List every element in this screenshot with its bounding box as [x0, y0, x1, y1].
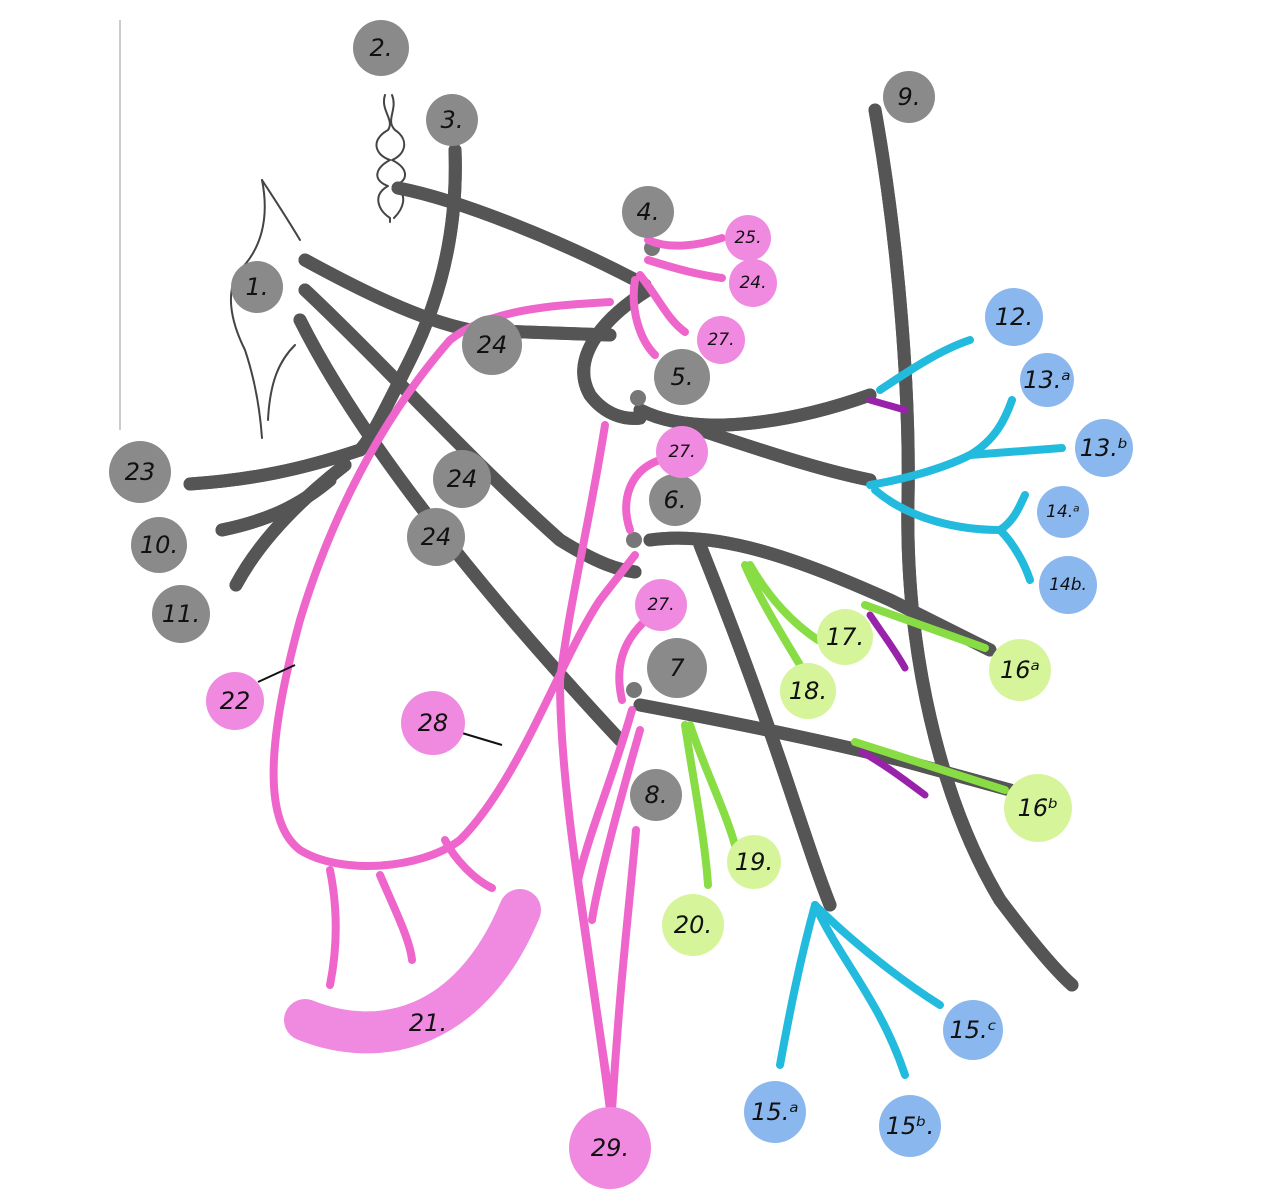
svg-text:7: 7 [669, 654, 685, 682]
label-16b: 16ᵇ [1004, 774, 1072, 842]
label-12: 12. [985, 288, 1043, 346]
label-22: 22 [206, 672, 264, 730]
svg-text:20.: 20. [674, 911, 712, 939]
label-24-upper: 24 [462, 315, 522, 375]
green-nerves [681, 561, 1009, 889]
label-9: 9. [883, 71, 935, 123]
svg-text:4.: 4. [637, 198, 660, 226]
label-24-middle: 24 [433, 450, 491, 508]
svg-text:12.: 12. [995, 303, 1033, 331]
svg-text:25.: 25. [734, 228, 761, 248]
svg-text:9.: 9. [898, 83, 921, 111]
label-29: 29. [569, 1107, 651, 1189]
svg-text:28: 28 [418, 709, 449, 737]
svg-text:14b.: 14b. [1049, 575, 1087, 595]
label-28: 28 [401, 691, 465, 755]
label-7: 7 [647, 638, 707, 698]
svg-text:2.: 2. [370, 34, 393, 62]
label-24-lower: 24 [407, 508, 465, 566]
svg-text:13.ᵇ: 13.ᵇ [1080, 434, 1128, 462]
svg-text:17.: 17. [826, 623, 864, 651]
svg-text:16ᵃ: 16ᵃ [1000, 656, 1040, 684]
svg-text:13.ᵃ: 13.ᵃ [1023, 366, 1071, 394]
label-23: 23 [109, 441, 171, 503]
label-14a: 14.ᵃ [1037, 486, 1089, 538]
label-10: 10. [131, 517, 187, 573]
label-27-middle: 27. [656, 426, 708, 478]
pink-nerves [269, 234, 726, 1114]
svg-text:5.: 5. [671, 363, 694, 391]
svg-text:8.: 8. [645, 781, 668, 809]
label-25: 25. [725, 215, 771, 261]
label-15c: 15.ᶜ [943, 1000, 1003, 1060]
label-6: 6. [649, 474, 701, 526]
label-27-upper: 27. [697, 316, 745, 364]
label-4: 4. [622, 186, 674, 238]
label-15b: 15ᵇ. [879, 1095, 941, 1157]
purple-segments [858, 396, 929, 799]
ganglion-nubs [626, 240, 660, 698]
label-18: 18. [780, 663, 836, 719]
label-5: 5. [654, 349, 710, 405]
svg-text:18.: 18. [789, 677, 827, 705]
label-19: 19. [727, 835, 781, 889]
svg-text:16ᵇ: 16ᵇ [1018, 794, 1059, 822]
label-13a: 13.ᵃ [1020, 353, 1074, 407]
label-2: 2. [353, 20, 409, 76]
svg-text:10.: 10. [140, 531, 178, 559]
label-20: 20. [662, 894, 724, 956]
label-15a: 15.ᵃ [744, 1081, 806, 1143]
label-21: 21. [409, 1009, 447, 1037]
svg-text:22: 22 [220, 687, 251, 715]
svg-text:11.: 11. [162, 600, 200, 628]
label-3: 3. [426, 94, 478, 146]
label-27-lower: 27. [635, 579, 687, 631]
label-13b: 13.ᵇ [1075, 419, 1133, 477]
svg-text:19.: 19. [735, 848, 773, 876]
label-17: 17. [817, 609, 873, 665]
label-16a: 16ᵃ [989, 639, 1051, 701]
label-8: 8. [630, 769, 682, 821]
svg-text:1.: 1. [246, 273, 269, 301]
svg-text:6.: 6. [664, 486, 687, 514]
svg-text:3.: 3. [441, 106, 464, 134]
ganglion-chain [375, 94, 406, 223]
label-24-pink: 24. [729, 259, 777, 307]
svg-text:14.ᵃ: 14.ᵃ [1046, 502, 1080, 522]
label-1: 1. [231, 261, 283, 313]
svg-text:15.ᵃ: 15.ᵃ [751, 1098, 799, 1126]
structure-21-band [284, 889, 541, 1054]
svg-text:23: 23 [125, 458, 156, 486]
svg-text:24: 24 [447, 465, 478, 493]
structure-1-outline [229, 179, 301, 439]
svg-text:21.: 21. [409, 1009, 447, 1037]
svg-text:27.: 27. [647, 595, 674, 615]
svg-text:24: 24 [421, 523, 452, 551]
leader-lines [257, 664, 503, 746]
svg-text:29.: 29. [591, 1134, 629, 1162]
svg-text:27.: 27. [707, 330, 734, 350]
label-14b: 14b. [1039, 556, 1097, 614]
svg-text:24.: 24. [739, 273, 766, 293]
svg-text:24: 24 [477, 331, 508, 359]
label-11: 11. [152, 585, 210, 643]
svg-text:15.ᶜ: 15.ᶜ [949, 1016, 996, 1044]
svg-text:27.: 27. [668, 442, 695, 462]
svg-text:15ᵇ.: 15ᵇ. [886, 1112, 934, 1140]
cyan-nerves [776, 336, 1066, 1079]
